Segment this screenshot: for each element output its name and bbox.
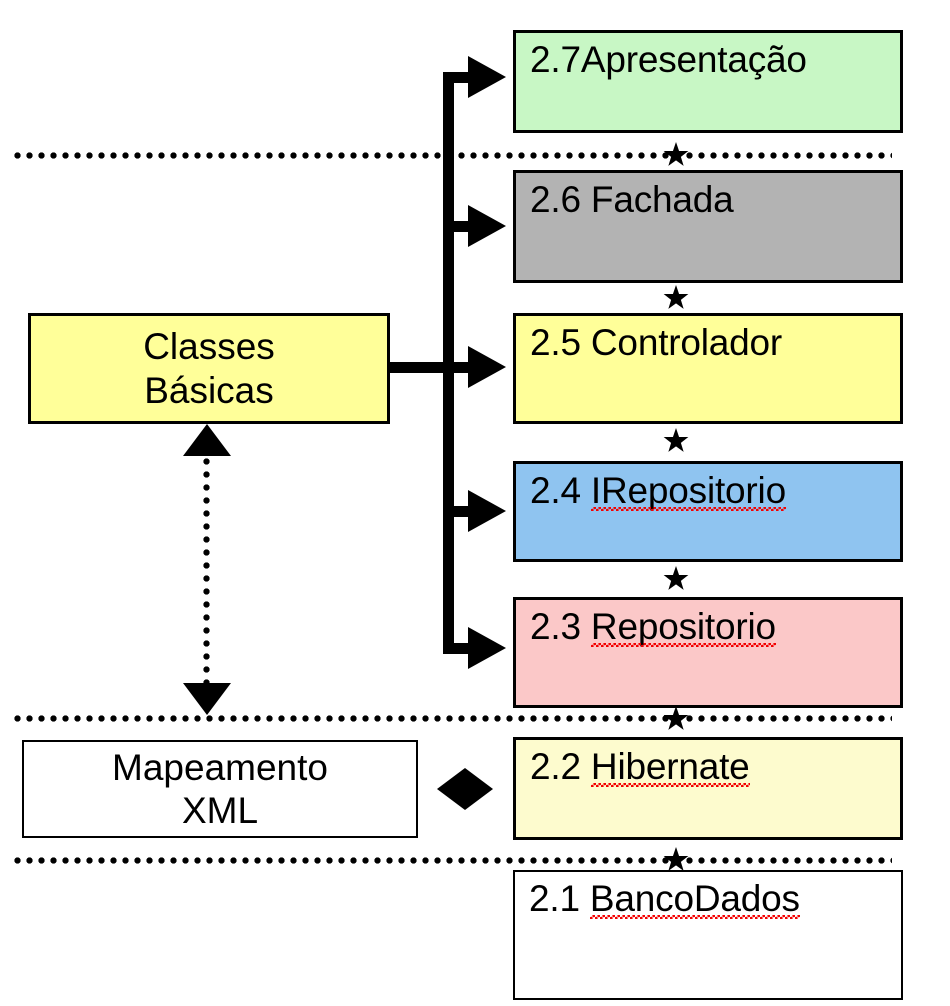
layer-word-repositorio: Repositorio (590, 606, 776, 647)
layer-label-repositorio: 2.3 Repositorio (516, 600, 776, 647)
layer-label-bancodados: 2.1 BancoDados (515, 872, 800, 919)
dotted-arrow-head-down (183, 683, 231, 715)
arrow-to-irepositorio (468, 490, 506, 532)
layer-box-bancodados[interactable]: 2.1 BancoDados (513, 870, 903, 1000)
dotted-arrow-head-up (183, 424, 231, 456)
star-connector-fachada-controlador (663, 285, 689, 309)
trunk-branch-irepositorio (443, 506, 471, 517)
side-box-label-classes-basicas: Classes Básicas (143, 326, 275, 411)
layer-box-repositorio[interactable]: 2.3 Repositorio (513, 597, 903, 708)
separator-line-persistence (14, 715, 892, 722)
trunk-branch-fachada (443, 221, 471, 232)
arrow-to-apresentacao (468, 56, 506, 98)
layer-box-controlador[interactable]: 2.5 Controlador (513, 313, 903, 424)
side-box-mapeamento-xml[interactable]: Mapeamento XML (22, 740, 418, 838)
layer-word-bancodados: BancoDados (589, 878, 800, 919)
arrow-to-controlador (468, 346, 506, 388)
star-connector-irepositorio-repositorio (663, 566, 689, 590)
layer-box-irepositorio[interactable]: 2.4 IRepositorio (513, 461, 903, 562)
layer-word-hibernate: Hibernate (590, 746, 750, 787)
layer-label-apresentacao: 2.7Apresentação (530, 39, 807, 80)
dotted-arrow-shaft (203, 458, 210, 684)
side-box-label-mapeamento-xml: Mapeamento XML (112, 746, 328, 831)
separator-line-database (14, 857, 892, 864)
layer-number-repositorio: 2.3 (530, 606, 591, 647)
layer-label-controlador: 2.5 Controlador (530, 322, 783, 363)
trunk-branch-apresentacao (443, 72, 471, 83)
arrow-to-fachada (468, 205, 506, 247)
layer-box-apresentacao[interactable]: 2.7Apresentação (513, 30, 903, 133)
layer-number-hibernate: 2.2 (530, 746, 591, 787)
arrow-to-repositorio (468, 627, 506, 669)
layer-box-hibernate[interactable]: 2.2 Hibernate (513, 737, 903, 840)
star-connector-controlador-irepositorio (663, 428, 689, 452)
trunk-branch-repositorio (443, 643, 471, 654)
layer-box-fachada[interactable]: 2.6 Fachada (513, 170, 903, 283)
diamond-connector-mapeamento-hibernate (437, 768, 493, 810)
side-box-classes-basicas[interactable]: Classes Básicas (28, 313, 390, 424)
layer-number-irepositorio: 2.4 (530, 470, 591, 511)
layer-word-irepositorio: IRepositorio (590, 470, 786, 511)
trunk-branch-controlador (388, 362, 471, 373)
layer-number-bancodados: 2.1 (529, 878, 590, 919)
layer-label-irepositorio: 2.4 IRepositorio (516, 464, 786, 511)
layer-label-hibernate: 2.2 Hibernate (516, 740, 750, 787)
layer-label-fachada: 2.6 Fachada (530, 179, 734, 220)
